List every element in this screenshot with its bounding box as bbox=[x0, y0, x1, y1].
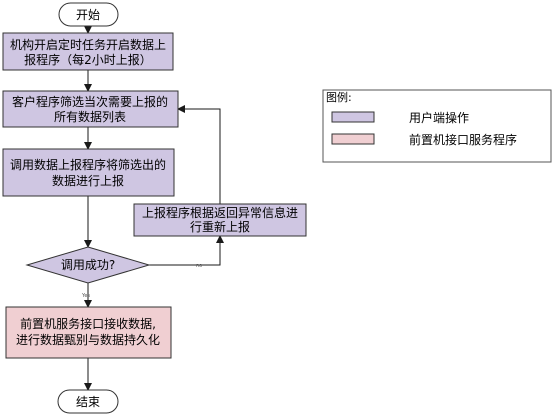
end-label: 结束 bbox=[76, 395, 100, 409]
legend-label-user: 用户端操作 bbox=[409, 110, 469, 125]
end-node: 结束 bbox=[57, 389, 119, 414]
legend-swatch-server bbox=[331, 133, 375, 145]
start-label: 开始 bbox=[76, 8, 100, 22]
step-filter-data: 客户程序筛选当次需要上报的 所有数据列表 bbox=[2, 90, 179, 128]
step2-line2: 所有数据列表 bbox=[54, 109, 126, 124]
step2-line1: 客户程序筛选当次需要上报的 bbox=[12, 94, 168, 109]
step1-line2: 报程序（每2小时上报） bbox=[24, 52, 152, 67]
decision-call-success: 调用成功? bbox=[25, 246, 151, 284]
step-upload-data: 调用数据上报程序将筛选出的 数据进行上报 bbox=[2, 148, 175, 197]
legend-swatch-user bbox=[331, 111, 375, 123]
arrow-decision-to-retry bbox=[149, 235, 224, 266]
step-schedule-task: 机构开启定时任务开启数据上 报程序（每2小时上报） bbox=[2, 32, 174, 71]
server-line1: 前置机服务接口接收数据, bbox=[20, 316, 156, 331]
start-node: 开始 bbox=[58, 2, 119, 27]
arrow-retry-to-step2 bbox=[177, 105, 221, 204]
legend-label-server: 前置机接口服务程序 bbox=[409, 132, 517, 147]
connectors bbox=[84, 26, 224, 391]
step3-line2: 数据进行上报 bbox=[52, 173, 124, 188]
retry-line2: 行重新上报 bbox=[190, 219, 250, 234]
step-retry-upload: 上报程序根据返回异常信息进 行重新上报 bbox=[133, 203, 307, 237]
retry-line1: 上报程序根据返回异常信息进 bbox=[142, 205, 298, 220]
server-line2: 进行数据甄别与数据持久化 bbox=[16, 332, 160, 347]
decision-label: 调用成功? bbox=[61, 258, 115, 272]
yes-label: Yes bbox=[81, 293, 90, 299]
legend: 图例: 用户端操作 前置机接口服务程序 bbox=[322, 89, 552, 163]
step3-line1: 调用数据上报程序将筛选出的 bbox=[10, 157, 166, 172]
step-server-receive: 前置机服务接口接收数据, 进行数据甄别与数据持久化 bbox=[5, 306, 172, 359]
legend-title: 图例: bbox=[326, 90, 352, 104]
step1-line1: 机构开启定时任务开启数据上 bbox=[10, 37, 166, 52]
no-label: no bbox=[196, 263, 202, 269]
